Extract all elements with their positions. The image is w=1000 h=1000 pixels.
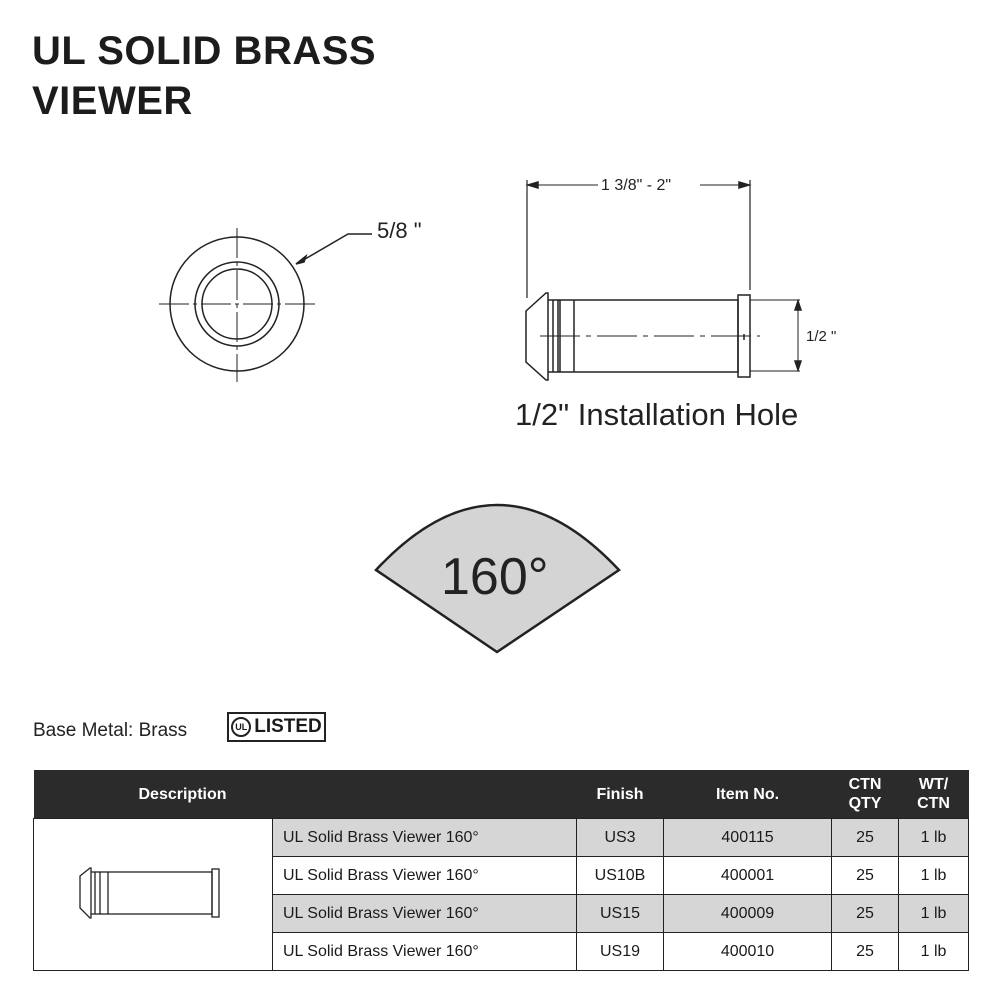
ul-logo-icon: UL [231,717,252,737]
col-wt-ctn-header: WT/ CTN [898,770,969,819]
height-dimension-label: 1/2 " [806,328,836,345]
viewing-angle-wedge [374,503,621,654]
row-wt-ctn: 1 lb [898,894,970,933]
row-item-no: 400010 [663,932,833,971]
row-ctn-qty: 25 [831,932,900,971]
table-row: UL Solid Brass Viewer 160° US3 400115 25… [33,818,970,971]
wt-ctn-header-line1: WT/ [918,776,949,793]
table-row: UL Solid Brass Viewer 160° US19 400010 2… [34,932,970,971]
row-description: UL Solid Brass Viewer 160° [271,894,578,933]
row-finish: US3 [576,818,665,857]
row-wt-ctn: 1 lb [898,856,970,895]
diameter-leader [295,233,372,265]
row-finish: US10B [576,856,665,895]
title-line-1: UL SOLID BRASS [32,29,377,73]
row-wt-ctn: 1 lb [898,818,970,857]
viewing-angle-label: 160° [441,548,549,606]
row-finish: US19 [576,932,665,971]
row-description: UL Solid Brass Viewer 160° [271,818,578,857]
product-image-cell [33,818,273,971]
col-description-header: Description [33,770,577,819]
page-title: UL SOLID BRASS VIEWER [32,26,376,126]
front-dimension-label: 5/8 " [377,218,422,243]
side-view-drawing [525,180,803,381]
col-finish-header: Finish [576,770,664,819]
table-row: UL Solid Brass Viewer 160° US15 400009 2… [34,894,970,933]
ctn-qty-header-line2: QTY [848,795,882,812]
row-item-no: 400009 [663,894,833,933]
base-metal-label: Base Metal: Brass [33,720,188,741]
col-ctn-qty-header: CTN QTY [831,770,899,819]
title-line-2: VIEWER [32,79,193,123]
row-ctn-qty: 25 [831,856,900,895]
length-dimension-label: 1 3/8" - 2" [601,177,671,194]
row-ctn-qty: 25 [831,894,900,933]
wt-ctn-header-line2: CTN [917,795,950,812]
product-thumbnail-image [79,867,220,919]
ul-listed-badge: UL LISTED [227,712,326,742]
row-description: UL Solid Brass Viewer 160° [271,932,578,971]
technical-drawing: 5/8 " 1 3/8" - 2" 1/2 " 1/2" Installatio… [159,177,836,654]
ctn-qty-header-line1: CTN [848,776,882,793]
row-item-no: 400001 [663,856,833,895]
row-description: UL Solid Brass Viewer 160° [271,856,578,895]
installation-note: 1/2" Installation Hole [515,397,798,432]
product-table: Description Finish Item No. CTN QTY WT/ … [33,770,970,971]
row-item-no: 400115 [663,818,833,857]
ul-listed-text: LISTED [254,716,322,737]
table-header-row: Description Finish Item No. CTN QTY WT/ … [33,770,969,819]
col-item-no-header: Item No. [663,770,832,819]
front-view-drawing [159,228,315,382]
row-finish: US15 [576,894,665,933]
row-ctn-qty: 25 [831,818,900,857]
row-wt-ctn: 1 lb [898,932,970,971]
